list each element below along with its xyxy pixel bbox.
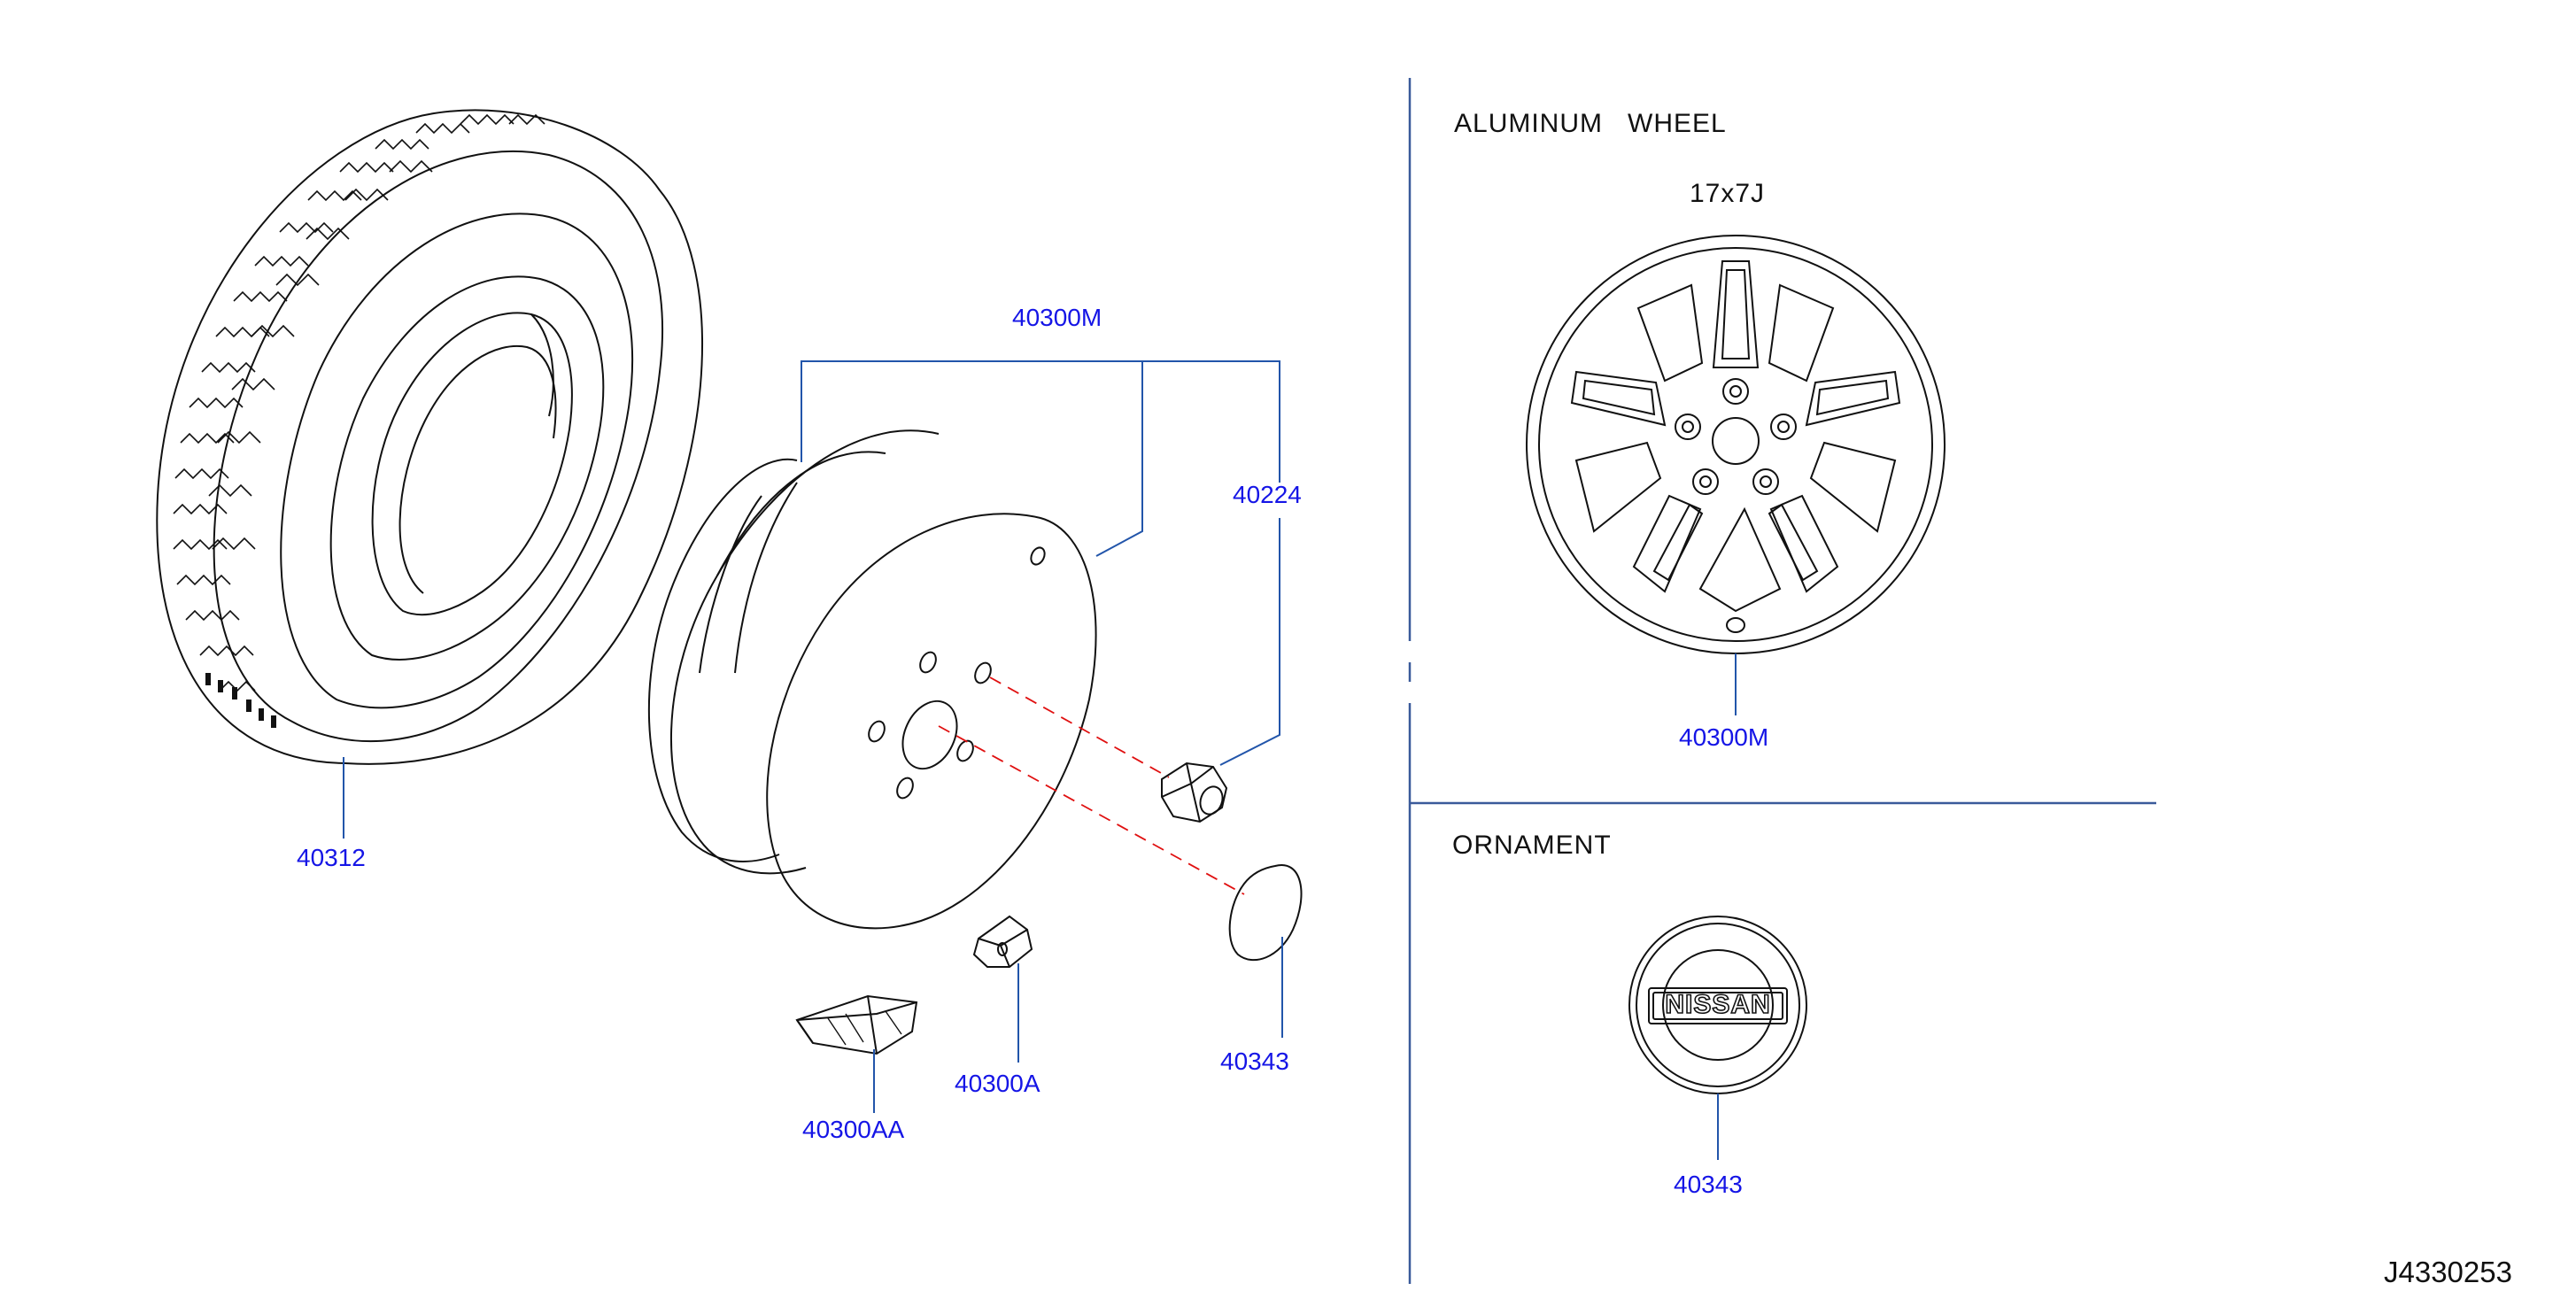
ornament-drawing[interactable]: [1628, 916, 1807, 1094]
wheel-nut-drawing[interactable]: [1161, 761, 1228, 823]
aluminum-wheel-drawing[interactable]: [1526, 235, 1946, 654]
part-label-balance-weight[interactable]: 40300AA: [802, 1116, 905, 1143]
leader-lines-right: [1717, 653, 1737, 1160]
part-label-center-cap[interactable]: 40343: [1220, 1047, 1289, 1075]
ornament-heading: ORNAMENT: [1452, 831, 1612, 860]
nissan-logo-text: NISSAN: [1665, 989, 1771, 1020]
steel-wheel-drawing[interactable]: [647, 429, 1097, 930]
diagram-reference: J4330253: [2384, 1256, 2512, 1288]
center-cap-drawing[interactable]: [1228, 863, 1303, 962]
part-label-clip-weight[interactable]: 40300A: [955, 1070, 1040, 1097]
balance-weight-drawing[interactable]: [795, 994, 918, 1055]
clip-weight-drawing[interactable]: [972, 915, 1033, 968]
centerline-dashes: [938, 676, 1245, 895]
part-label-aluminum-wheel[interactable]: 40300M: [1679, 723, 1769, 751]
part-label-steel-wheel[interactable]: 40300M: [1012, 304, 1102, 331]
part-label-ornament[interactable]: 40343: [1674, 1171, 1743, 1198]
part-label-tire[interactable]: 40312: [297, 844, 366, 871]
section-dividers: [1408, 78, 2156, 1284]
tire-drawing[interactable]: [156, 109, 703, 765]
leader-lines-left: [343, 360, 1283, 1113]
aluminum-wheel-heading: ALUMINUM WHEEL: [1454, 109, 1727, 138]
aluminum-wheel-size: 17x7J: [1690, 179, 1766, 208]
part-label-wheel-nut[interactable]: 40224: [1233, 481, 1302, 508]
